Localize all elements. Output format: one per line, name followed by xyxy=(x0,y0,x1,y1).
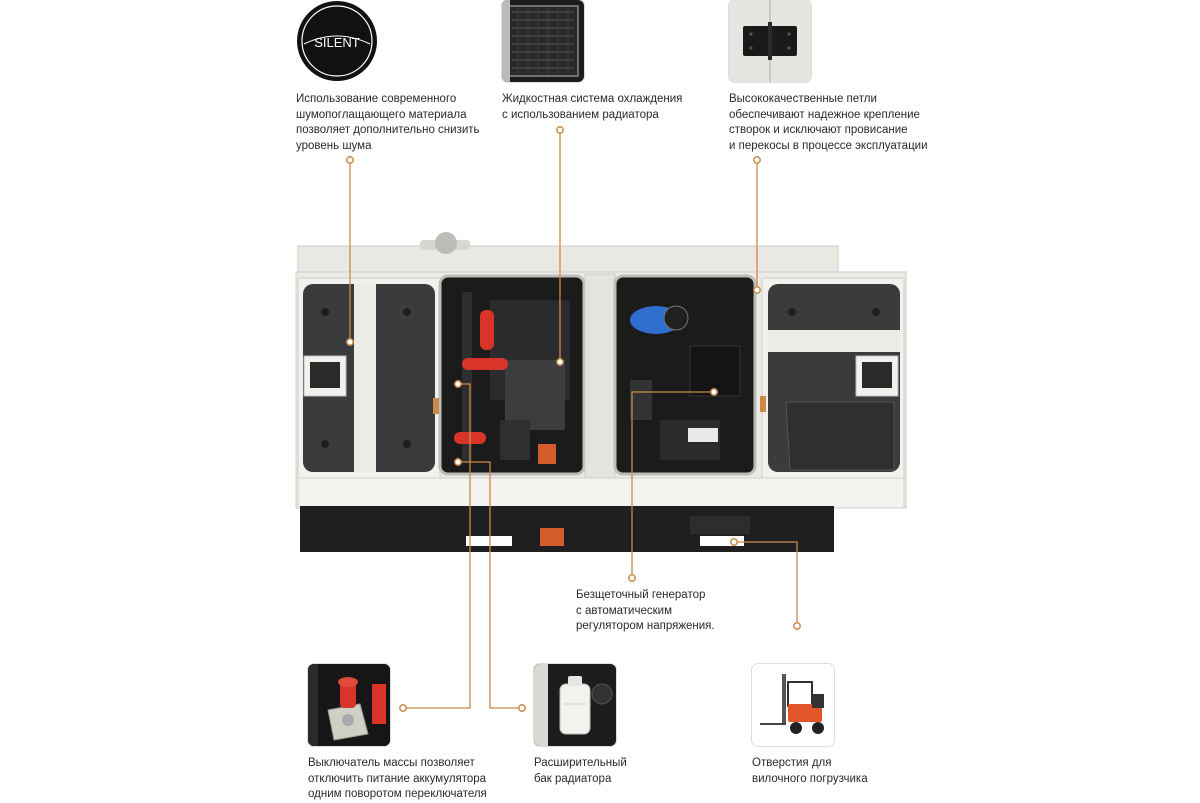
caption-generator: Безщеточный генератор с автоматическим р… xyxy=(576,589,715,632)
silent-badge-icon: SILENT xyxy=(297,1,377,81)
radiator-photo xyxy=(502,0,584,82)
forklift-photo xyxy=(752,664,834,746)
caption-cooling: Жидкостная система охлаждения с использо… xyxy=(502,93,683,121)
caption-noise: Использование современного шумопоглащающ… xyxy=(296,93,480,152)
expansion-tank-photo xyxy=(534,664,616,746)
silent-badge-thumb: SILENT xyxy=(296,0,378,82)
caption-expansion-tank: Расширительный бак радиатора xyxy=(534,757,627,785)
caption-hinges: Высококачественные петли обеспечивают на… xyxy=(729,93,928,152)
silent-badge-text: SILENT xyxy=(314,35,360,50)
caption-battery-switch: Выключатель массы позволяет отключить пи… xyxy=(308,757,487,800)
hinge-photo xyxy=(729,0,811,82)
battery-switch-photo xyxy=(308,664,390,746)
caption-forklift: Отверстия для вилочного погрузчика xyxy=(752,757,868,785)
